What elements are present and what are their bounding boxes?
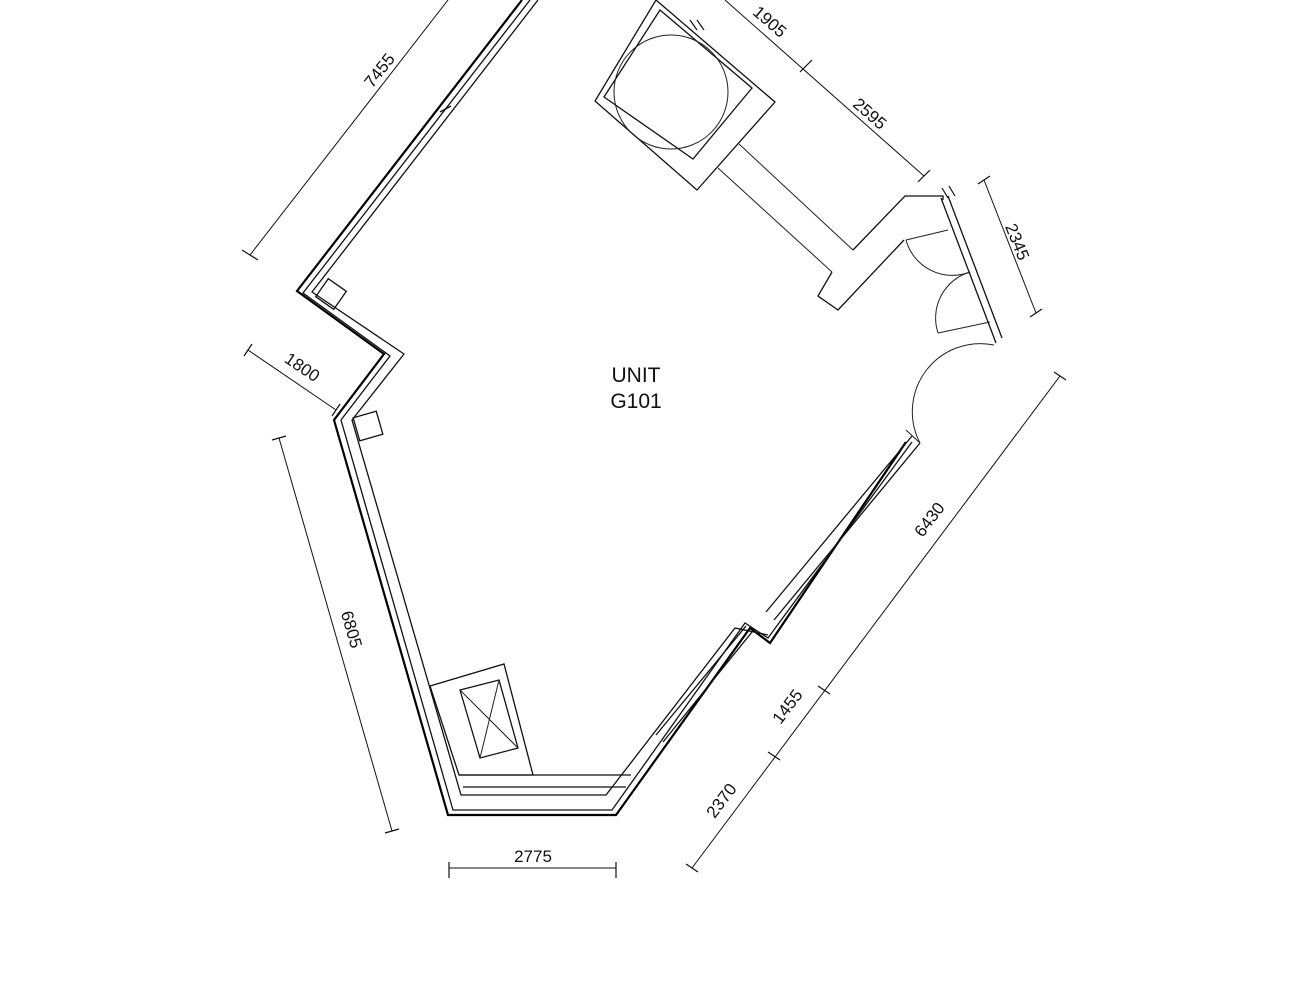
- door-swing-2: [935, 271, 971, 334]
- dim-tick-2595: [917, 169, 931, 183]
- wall-outer-line: [295, 0, 907, 817]
- fixture-outer: [429, 663, 534, 776]
- fixture-cross-2: [479, 679, 500, 759]
- wall-notch: [439, 105, 452, 113]
- dim-label-1800: 1800: [281, 349, 323, 386]
- dim-tick-1800-b: [331, 403, 341, 417]
- dim-tick-6805-a: [271, 435, 287, 441]
- door-leaf-3: [905, 429, 921, 444]
- dim-tick-1905: [799, 59, 813, 73]
- door-leaf-2: [937, 321, 991, 334]
- dim-tick-6430: [1053, 371, 1067, 381]
- dim-line-6430-1455-2370: [691, 375, 1061, 869]
- door-tick-2: [948, 185, 956, 197]
- dim-line-7455: [249, 0, 449, 256]
- core-box-outer: [594, 0, 776, 191]
- wall-inner-line-2: [311, 0, 769, 796]
- core-leg-2: [717, 167, 833, 273]
- core-box-inner: [603, 9, 753, 160]
- dim-tick-1455: [817, 685, 831, 695]
- door-tick-1: [941, 187, 949, 199]
- core-leg-1: [738, 143, 854, 251]
- dim-tick-7455: [241, 249, 259, 261]
- window-line-east-1: [765, 435, 913, 613]
- unit-label: UNIT G101: [610, 364, 661, 413]
- door-swing-1: [905, 239, 971, 276]
- dim-label-1905: 1905: [749, 2, 790, 41]
- core-circle: [613, 34, 729, 150]
- dim-label-2370: 2370: [703, 780, 741, 822]
- dim-tick-2370: [767, 751, 781, 761]
- fixture-box: [429, 663, 534, 776]
- dim-label-1455: 1455: [769, 686, 807, 728]
- dim-label-2345: 2345: [1001, 221, 1033, 263]
- door-frame-1: [940, 197, 997, 344]
- core-corridor-end: [817, 239, 905, 311]
- dim-tick-1800-a: [243, 343, 253, 357]
- door-leaf-1: [905, 229, 949, 241]
- dim-line-1800: [247, 349, 337, 411]
- dim-tick-2345-a: [977, 175, 991, 185]
- unit-label-line1: UNIT: [612, 364, 661, 387]
- dim-line-2345: [983, 179, 1037, 314]
- column-box-southwest: [352, 410, 384, 442]
- dim-label-6805: 6805: [337, 609, 366, 651]
- dim-tick-6805-b: [384, 828, 400, 834]
- dim-label-6430: 6430: [911, 499, 949, 541]
- door-swing-3: [911, 343, 995, 444]
- entrance-doors: [905, 185, 1003, 444]
- dim-tick-end: [685, 863, 699, 873]
- window-line-east-4: [662, 631, 753, 743]
- service-core: [594, 0, 944, 311]
- window-line-east-3: [655, 625, 747, 736]
- dim-line-1905-2595: [724, 0, 925, 177]
- core-tick-1: [689, 19, 698, 31]
- outer-walls: [295, 0, 921, 817]
- dimension-lines: [241, 0, 1067, 878]
- wall-inner-line-1: [302, 0, 913, 811]
- dim-tick-2345-b: [1029, 308, 1043, 318]
- window-line-east-2: [773, 442, 921, 621]
- dimension-labels: 7455 1905 2595 2345 1800 6805 6430 1455 …: [281, 2, 1033, 866]
- dim-line-6805: [278, 437, 393, 832]
- door-frame-2: [947, 195, 1003, 339]
- core-corridor: [852, 195, 944, 251]
- core-tick-2: [696, 19, 705, 31]
- dim-label-2775: 2775: [514, 847, 552, 866]
- unit-label-line2: G101: [610, 390, 661, 413]
- column-box-west: [314, 277, 348, 311]
